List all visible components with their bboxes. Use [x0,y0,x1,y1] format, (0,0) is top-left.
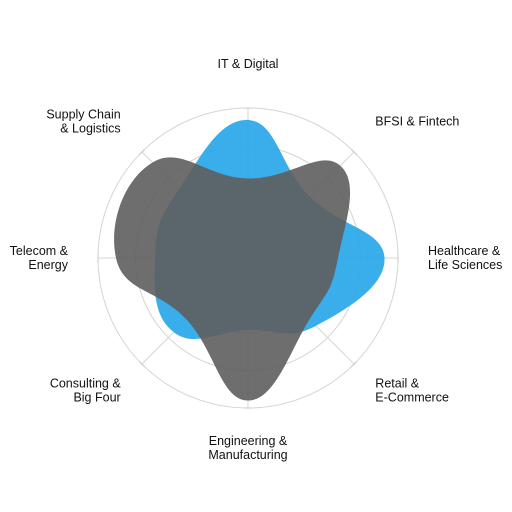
axis-label: Healthcare &Life Sciences [428,244,502,272]
axis-label-line: Telecom & [10,244,69,258]
axis-label-line: Supply Chain [46,108,120,122]
axis-tick [138,148,146,156]
axis-label: Engineering &Manufacturing [208,434,288,462]
axis-label-line: E-Commerce [375,390,449,404]
axis-label-line: Manufacturing [208,448,287,462]
axis-label-line: & Logistics [60,122,120,136]
axis-tick [350,148,358,156]
axis-label: Supply Chain& Logistics [46,108,120,136]
axis-label-line: Engineering & [209,434,288,448]
axis-label-line: Energy [28,258,68,272]
axis-tick [350,360,358,368]
axis-label-line: Healthcare & [428,244,501,258]
axis-label-line: Life Sciences [428,258,502,272]
axis-tick [138,360,146,368]
axis-label: IT & Digital [218,57,279,71]
axis-label: BFSI & Fintech [375,115,459,129]
radar-series-layer [114,119,385,401]
radar-series-2 [114,157,351,401]
axis-label-line: Retail & [375,376,419,390]
axis-label: Retail &E-Commerce [375,376,449,404]
axis-label-line: IT & Digital [218,57,279,71]
axis-label-line: BFSI & Fintech [375,115,459,129]
axis-label: Consulting &Big Four [50,376,122,404]
axis-label-line: Big Four [73,390,120,404]
axis-label-line: Consulting & [50,376,122,390]
axis-label: Telecom &Energy [10,244,69,272]
